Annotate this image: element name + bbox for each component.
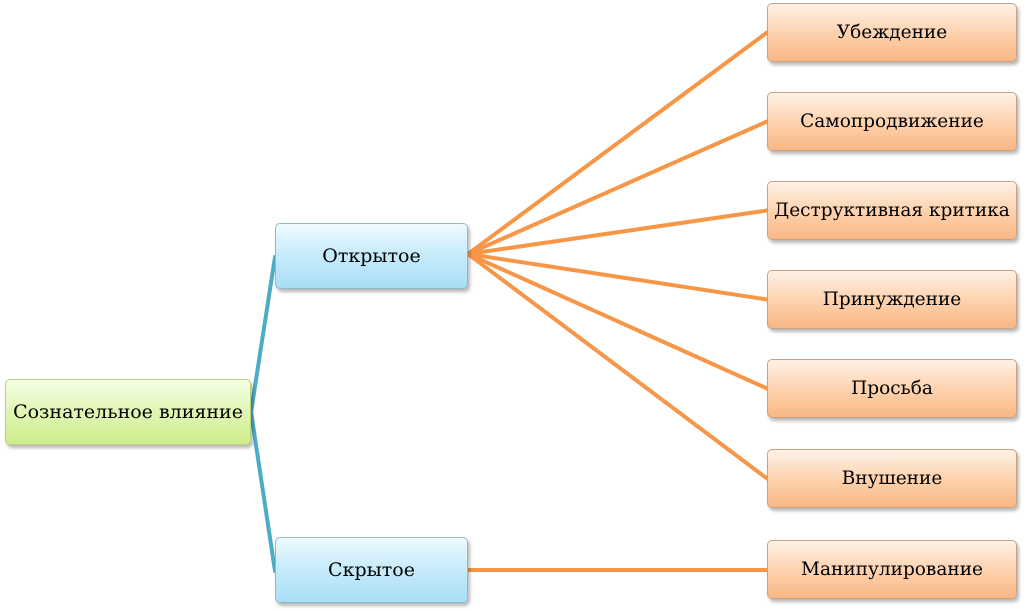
leaf-node-request: Просьба [767, 359, 1017, 418]
branch-label-hidden: Скрытое [328, 559, 415, 581]
root-node: Сознательное влияние [5, 379, 251, 445]
leaf-node-suggestion: Внушение [767, 449, 1017, 508]
root-connector-line [249, 410, 277, 573]
leaf-node-self-promotion: Самопродвижение [767, 92, 1017, 151]
leaf-label: Самопродвижение [800, 111, 984, 132]
leaf-connector-line [466, 252, 769, 391]
branch-node-hidden: Скрытое [275, 537, 468, 603]
branch-label-open: Открытое [322, 245, 421, 267]
leaf-label: Убеждение [836, 22, 948, 43]
root-label: Сознательное влияние [13, 401, 243, 423]
leaf-label: Деструктивная критика [774, 200, 1010, 221]
leaf-connector-line [466, 252, 769, 302]
leaf-label: Внушение [841, 468, 943, 489]
leaf-node-manipulation: Манипулирование [767, 540, 1017, 599]
leaf-connector-line [466, 252, 769, 481]
leaf-label: Манипулирование [801, 559, 983, 580]
leaf-label: Принуждение [822, 289, 962, 310]
leaf-node-coercion: Принуждение [767, 270, 1017, 329]
leaf-label: Просьба [851, 378, 933, 399]
leaf-node-persuasion: Убеждение [767, 3, 1017, 62]
branch-node-open: Открытое [275, 223, 468, 289]
root-connector-line [249, 255, 277, 414]
leaf-connector-line [466, 30, 769, 256]
leaf-node-destructive-criticism: Деструктивная критика [767, 181, 1017, 240]
leaf-connector-line [466, 119, 769, 256]
leaf-connector-line [466, 208, 769, 256]
